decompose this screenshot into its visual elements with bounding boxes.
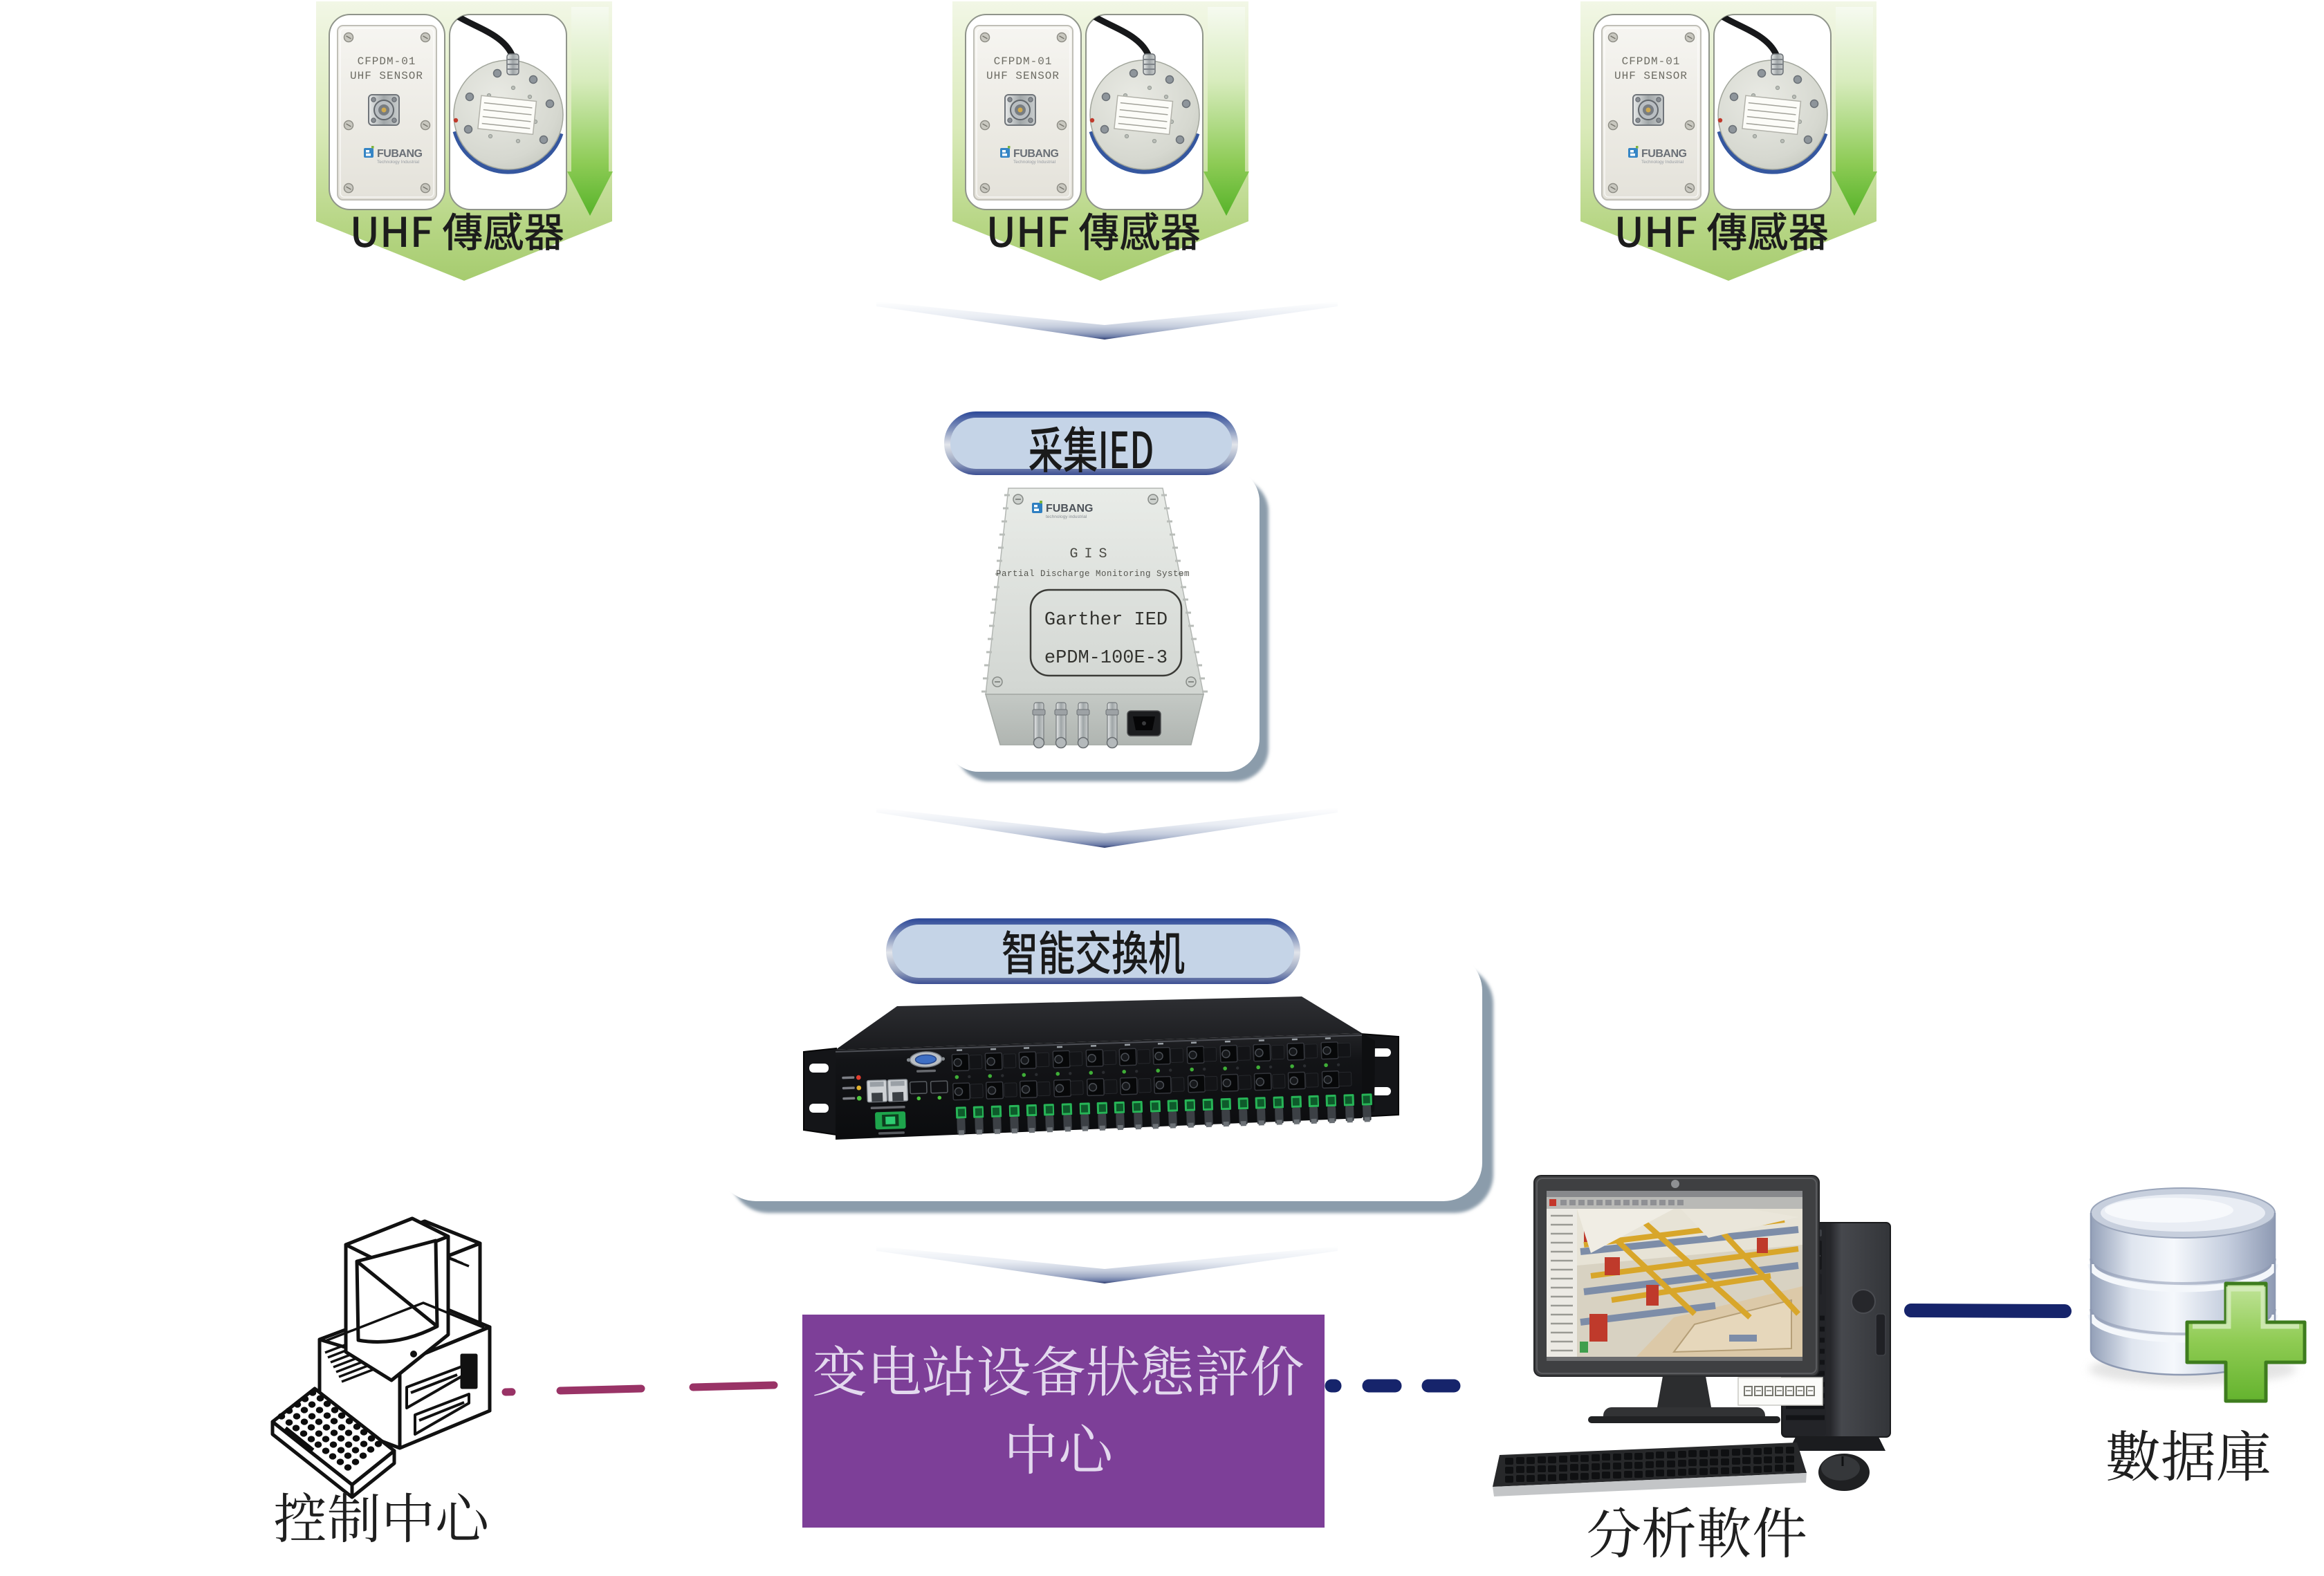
svg-text:CFPDM-01: CFPDM-01 — [1622, 55, 1681, 68]
svg-text:Technology Industrial: Technology Industrial — [1013, 160, 1056, 165]
svg-text:technology industrial: technology industrial — [1046, 514, 1087, 519]
svg-text:UHF SENSOR: UHF SENSOR — [350, 70, 423, 82]
svg-text:GIS: GIS — [1069, 546, 1113, 562]
svg-text:ePDM-100E-3: ePDM-100E-3 — [1044, 648, 1168, 669]
svg-text:Technology Industrial: Technology Industrial — [377, 160, 420, 165]
svg-text:FUBANG: FUBANG — [1641, 148, 1686, 160]
svg-text:UHF SENSOR: UHF SENSOR — [1614, 70, 1688, 82]
svg-text:Partial Discharge Monitoring S: Partial Discharge Monitoring System — [996, 569, 1190, 579]
svg-text:FUBANG: FUBANG — [1046, 503, 1093, 514]
svg-text:FUBANG: FUBANG — [1013, 148, 1058, 160]
svg-text:FUBANG: FUBANG — [377, 148, 422, 160]
svg-text:CFPDM-01: CFPDM-01 — [994, 55, 1053, 68]
svg-text:CFPDM-01: CFPDM-01 — [358, 55, 416, 68]
svg-text:Garther IED: Garther IED — [1044, 610, 1168, 631]
svg-text:UHF SENSOR: UHF SENSOR — [986, 70, 1060, 82]
svg-text:Technology Industrial: Technology Industrial — [1641, 160, 1684, 165]
